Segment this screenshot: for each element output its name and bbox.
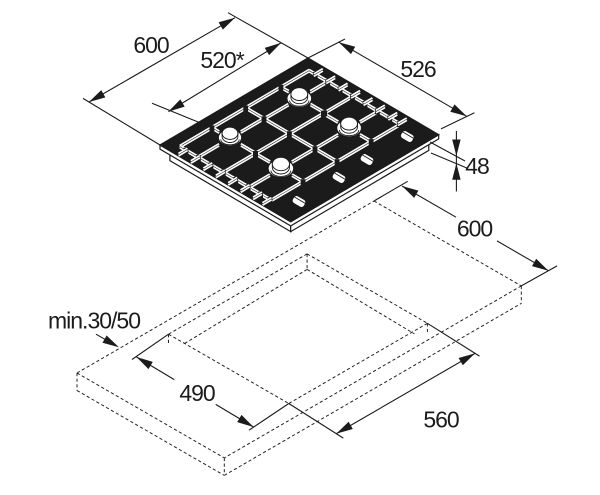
svg-text:560: 560 (423, 407, 459, 433)
svg-text:490: 490 (179, 380, 215, 406)
svg-text:48: 48 (465, 153, 489, 179)
svg-text:520*: 520* (200, 47, 244, 73)
svg-text:600: 600 (457, 215, 493, 241)
svg-text:526: 526 (400, 56, 436, 82)
svg-text:min.30/50: min.30/50 (48, 308, 140, 334)
svg-text:600: 600 (133, 32, 169, 58)
